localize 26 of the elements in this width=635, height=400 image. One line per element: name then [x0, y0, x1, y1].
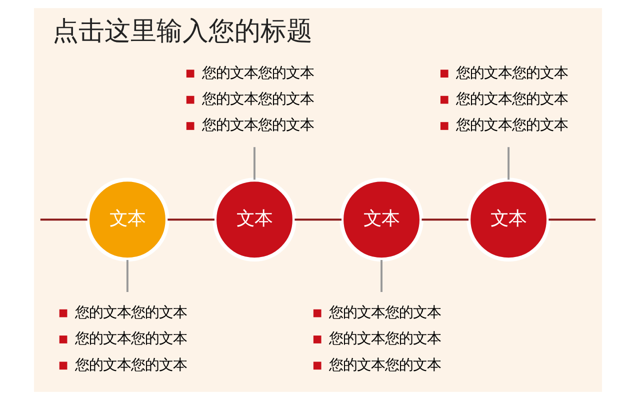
- node-label: 您的文本您的文本: [456, 65, 568, 82]
- node-circle: 文本: [466, 178, 550, 262]
- node-label: 您的文本您的文本: [328, 331, 441, 348]
- connector: [380, 260, 382, 292]
- connector: [253, 147, 255, 180]
- node-label: 您的文本您的文本: [456, 91, 568, 108]
- node-label: 您的文本您的文本: [456, 118, 568, 134]
- node-label: 您的文本您的文本: [74, 304, 187, 321]
- connector: [167, 218, 214, 221]
- node-label: 您的文本您的文本: [328, 304, 441, 321]
- node-label: 您的文本您的文本: [74, 331, 187, 348]
- node-circle: 文本: [339, 178, 423, 262]
- node-circle: 文本: [85, 178, 169, 262]
- connector: [126, 260, 128, 292]
- connector: [421, 218, 468, 221]
- connector: [507, 147, 510, 180]
- node-circle: 文本: [212, 178, 296, 262]
- connector: [294, 218, 341, 221]
- connector: [548, 218, 596, 221]
- connector: [40, 218, 87, 221]
- node-label: 您的文本您的文本: [202, 65, 314, 82]
- node-label: 您的文本您的文本: [328, 357, 441, 374]
- node-label: 您的文本您的文本: [74, 357, 187, 374]
- node-label: 您的文本您的文本: [202, 118, 314, 134]
- node-label: 您的文本您的文本: [202, 91, 314, 108]
- diagram-title: 点击这里输入您的标题: [52, 16, 312, 47]
